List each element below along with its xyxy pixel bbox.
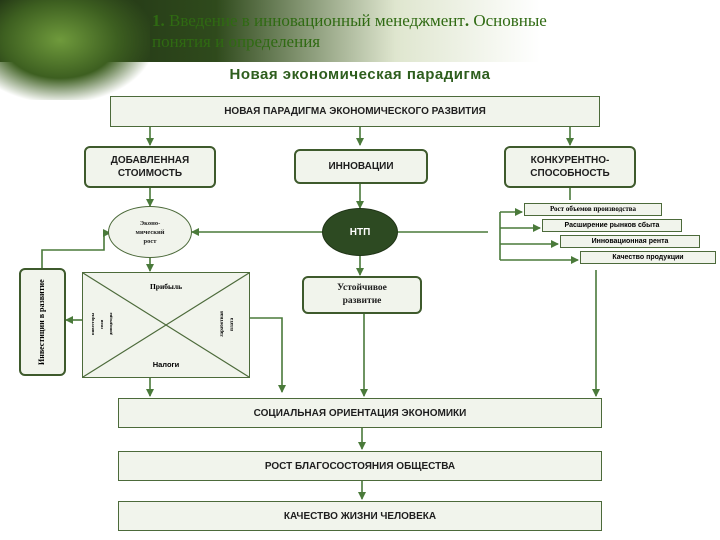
welfare-box: РОСТ БЛАГОСОСТОЯНИЯ ОБЩЕСТВА xyxy=(118,451,602,481)
wages-label-1: Заработная xyxy=(220,311,225,337)
quality-life-label: КАЧЕСТВО ЖИЗНИ ЧЕЛОВЕКА xyxy=(283,510,437,522)
factor-label-4: Качество продукции xyxy=(612,254,684,261)
factor-box-1: Рост объемов производства xyxy=(524,203,662,216)
paradigm-label: НОВАЯ ПАРАДИГМА ЭКОНОМИЧЕСКОГО РАЗВИТИЯ xyxy=(224,106,486,117)
dividends-label-1: инвесторы xyxy=(90,312,95,336)
added-value-label-1: ДОБАВЛЕННАЯ xyxy=(110,155,190,166)
dividends-label: инвесторы свои дивиденды xyxy=(88,296,118,352)
competitiveness-label-2: СПОСОБНОСТЬ xyxy=(530,168,610,179)
social-box: СОЦИАЛЬНАЯ ОРИЕНТАЦИЯ ЭКОНОМИКИ xyxy=(118,398,602,428)
title-text-1b: Основные xyxy=(473,11,547,30)
dividends-label-2: свои xyxy=(99,319,104,329)
wages-label: Заработная плата xyxy=(218,300,240,348)
econ-growth-label-3: рост xyxy=(143,237,157,245)
factor-box-2: Расширение рынков сбыта xyxy=(542,219,682,232)
social-label: СОЦИАЛЬНАЯ ОРИЕНТАЦИЯ ЭКОНОМИКИ xyxy=(253,407,467,419)
taxes-label: Налоги xyxy=(152,360,180,369)
page-title: 1. Введение в инновационный менеджмент. … xyxy=(152,10,672,52)
sustainable-label-2: развитие xyxy=(342,296,382,306)
innovations-label: ИННОВАЦИИ xyxy=(328,161,394,172)
factor-label-3: Инновационная рента xyxy=(591,238,669,245)
econ-growth-oval: Эконо- мический рост xyxy=(108,206,192,258)
paradigm-box: НОВАЯ ПАРАДИГМА ЭКОНОМИЧЕСКОГО РАЗВИТИЯ xyxy=(110,96,600,127)
arrow-xbox-social xyxy=(250,317,286,393)
investment-box xyxy=(19,268,66,376)
sustainable-label-1: Устойчивое xyxy=(337,283,387,293)
dividends-label-3: дивиденды xyxy=(108,312,113,336)
added-value-box: ДОБАВЛЕННАЯ СТОИМОСТЬ xyxy=(84,146,216,188)
title-text-1: Введение в инновационный менеджмент xyxy=(169,11,465,30)
title-text-2: понятия и определения xyxy=(152,32,321,51)
econ-growth-label-1: Эконо- xyxy=(139,219,161,227)
ntp-label: НТП xyxy=(349,226,371,238)
econ-growth-label-2: мический xyxy=(135,228,165,236)
leaf-decoration xyxy=(0,0,150,100)
diagram-subtitle: Новая экономическая парадигма xyxy=(229,66,491,83)
factor-box-4: Качество продукции xyxy=(580,251,716,264)
sustainable-box: Устойчивое развитие xyxy=(302,276,422,314)
welfare-label: РОСТ БЛАГОСОСТОЯНИЯ ОБЩЕСТВА xyxy=(264,460,456,472)
quality-life-box: КАЧЕСТВО ЖИЗНИ ЧЕЛОВЕКА xyxy=(118,501,602,531)
competitiveness-label-1: КОНКУРЕНТНО- xyxy=(530,155,610,166)
competitiveness-box: КОНКУРЕНТНО- СПОСОБНОСТЬ xyxy=(504,146,636,188)
factor-box-3: Инновационная рента xyxy=(560,235,700,248)
factor-label-2: Расширение рынков сбыта xyxy=(564,222,660,229)
profit-label: Прибыль xyxy=(149,282,183,291)
added-value-label-2: СТОИМОСТЬ xyxy=(117,168,183,179)
header-banner xyxy=(0,0,720,100)
innovations-box: ИННОВАЦИИ xyxy=(294,149,428,184)
arrow-investment-growth xyxy=(41,229,111,268)
title-number: 1. xyxy=(152,11,165,30)
ntp-oval: НТП xyxy=(322,208,398,256)
title-dot: . xyxy=(464,11,470,30)
wages-label-2: плата xyxy=(230,317,235,331)
factor-label-1: Рост объемов производства xyxy=(549,205,637,213)
